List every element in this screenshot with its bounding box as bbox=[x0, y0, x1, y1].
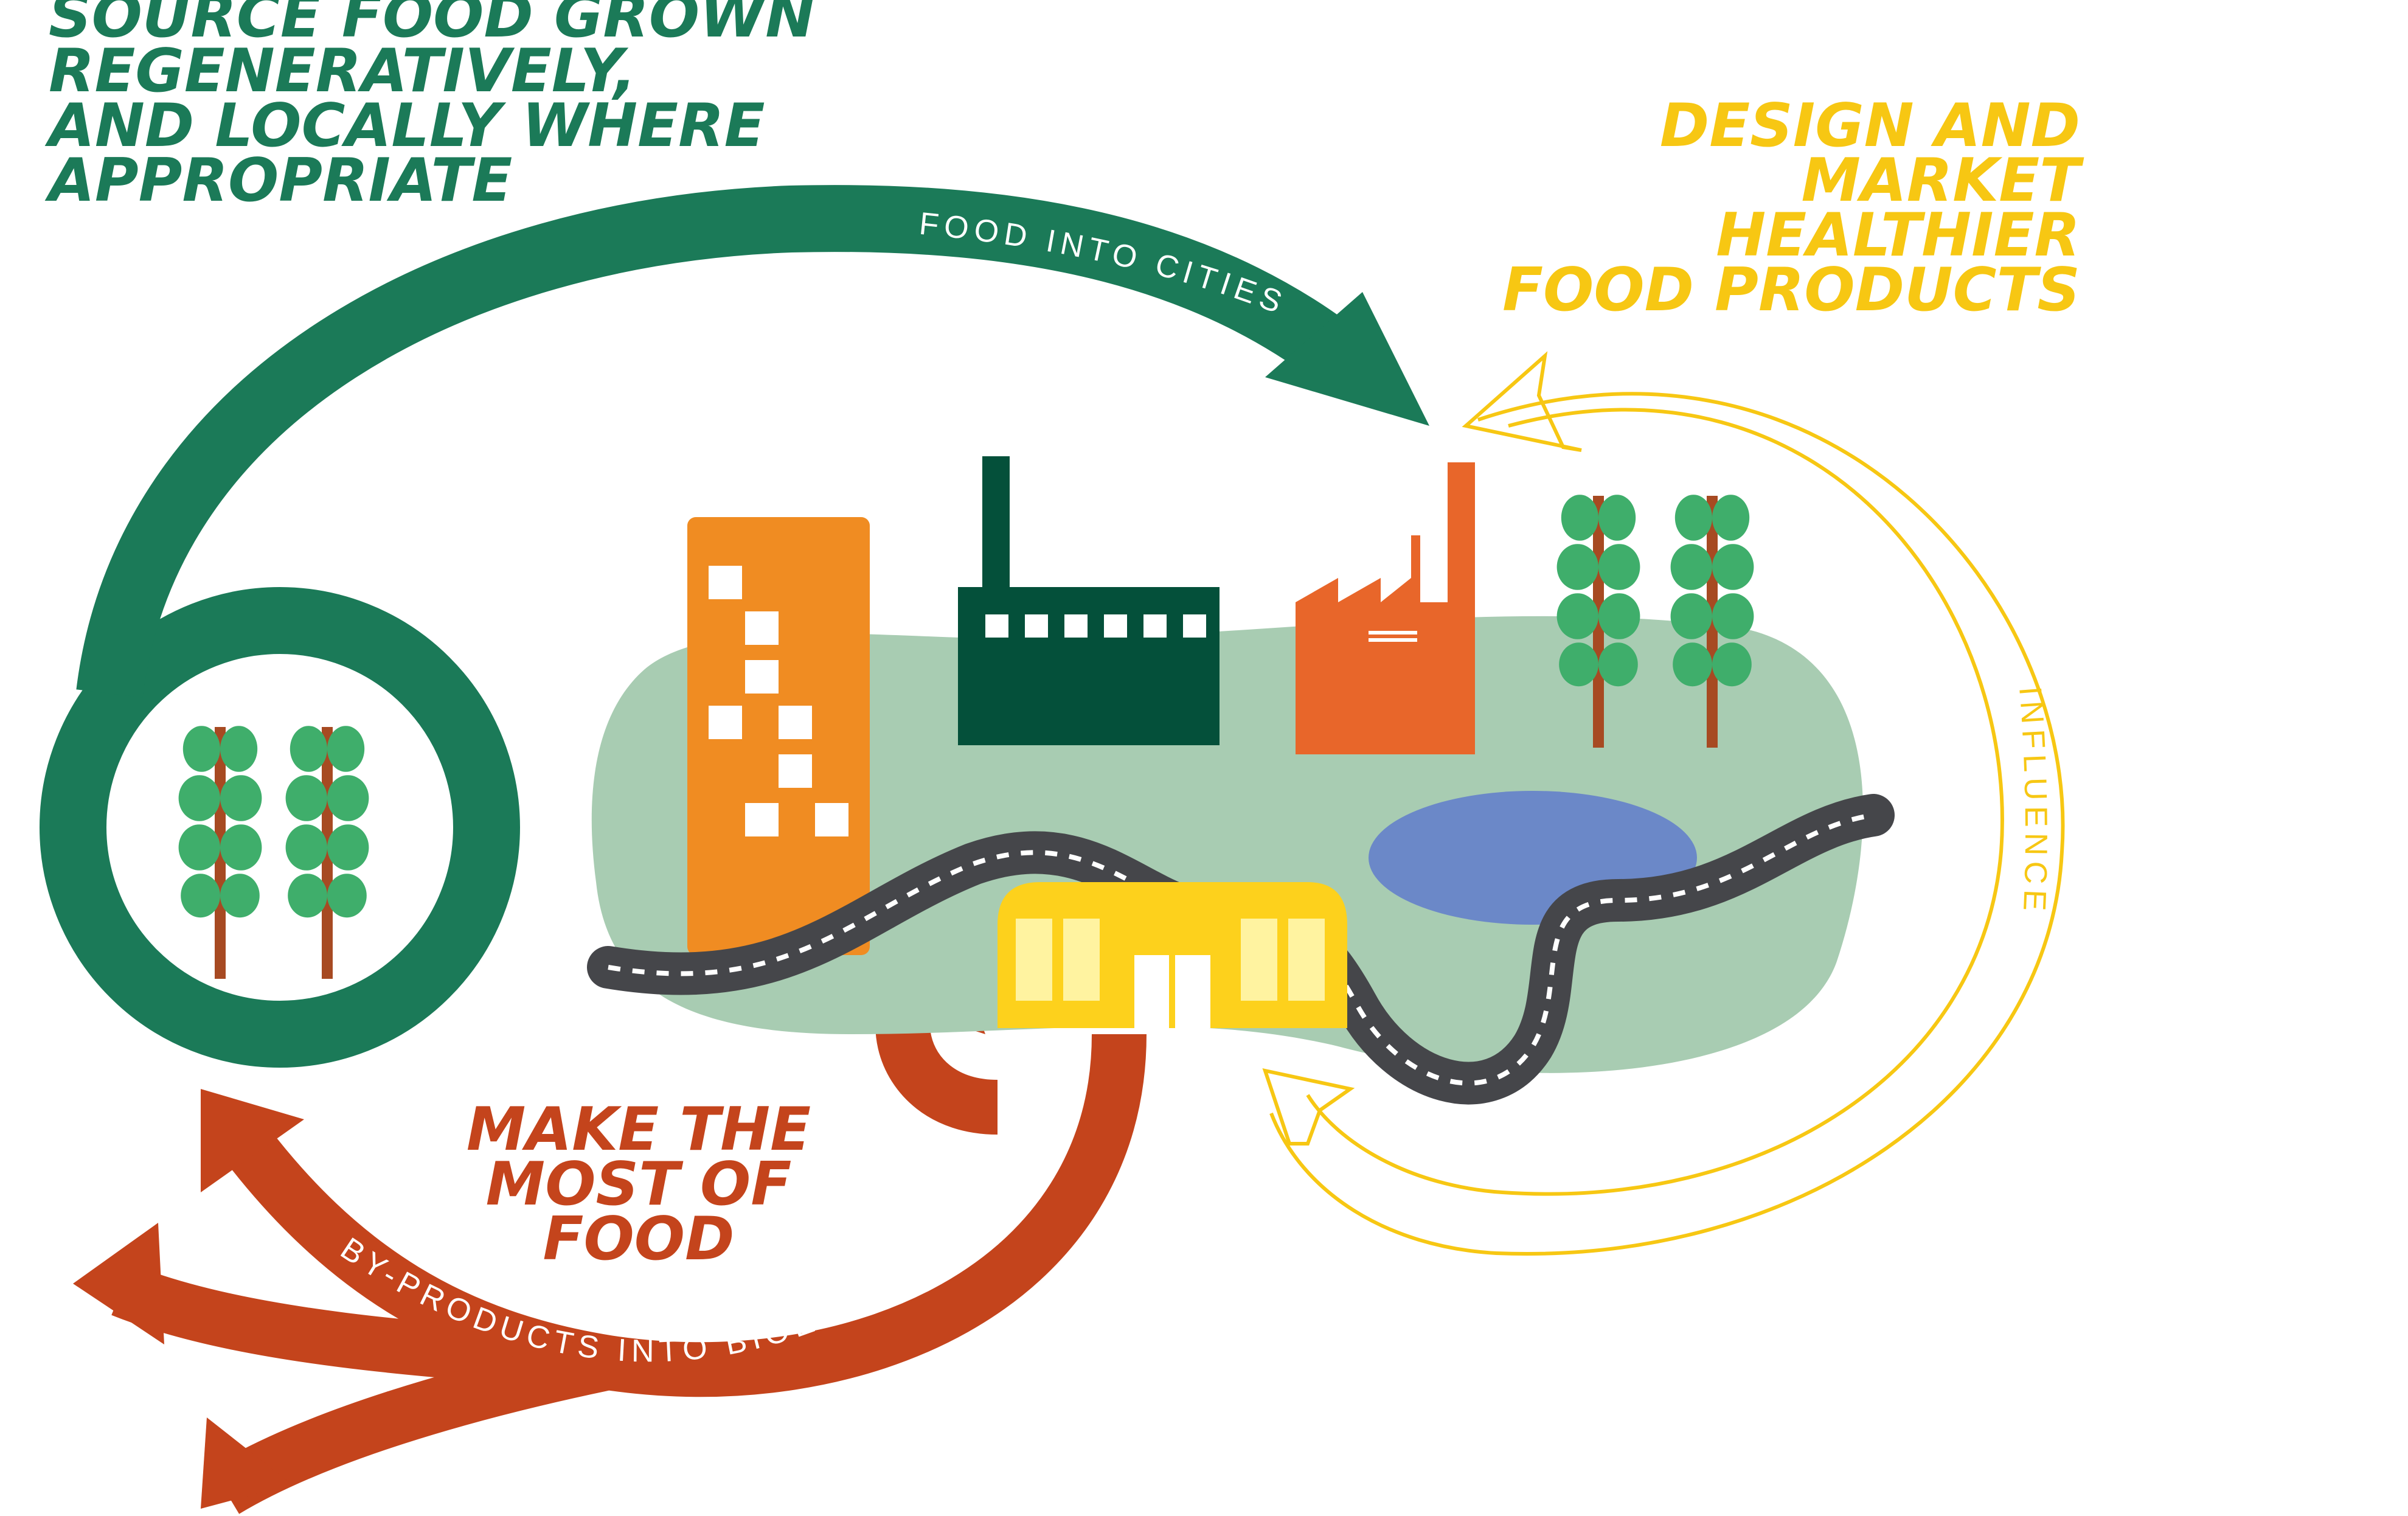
source-heading-line: AND LOCALLY WHERE bbox=[44, 91, 765, 161]
influence-bottom-arrow-head-icon bbox=[1262, 1068, 1355, 1146]
apartment-building-icon bbox=[687, 517, 870, 955]
make-heading: MAKE THE MOST OF FOOD bbox=[467, 1095, 811, 1274]
red-arrow-head-middle-icon bbox=[73, 1223, 164, 1344]
road-icon bbox=[587, 794, 1895, 1105]
red-arrow-head-top-icon bbox=[201, 1089, 304, 1192]
green-loop-arc bbox=[76, 185, 1378, 698]
tree-icon bbox=[285, 726, 369, 979]
influence-label: INFLUENCE bbox=[2012, 685, 2053, 917]
green-loop-circle bbox=[40, 587, 520, 1068]
design-heading-line: DESIGN AND bbox=[1660, 91, 2080, 161]
factory-icon bbox=[958, 456, 1220, 745]
red-arrow-head-bottom-icon bbox=[201, 1417, 292, 1509]
make-heading-line: MAKE THE bbox=[467, 1095, 811, 1164]
byproducts-arrows bbox=[73, 937, 1147, 1514]
source-heading-line: APPROPRIATE bbox=[44, 146, 512, 215]
design-heading-line: HEALTHIER bbox=[1716, 201, 2080, 270]
make-heading-line: MOST OF bbox=[486, 1150, 792, 1219]
food-into-cities-loop bbox=[40, 185, 1429, 1068]
red-branch-bottom bbox=[210, 1335, 614, 1514]
design-heading: DESIGN AND MARKET HEALTHIER FOOD PRODUCT… bbox=[1502, 91, 2084, 325]
influence-top-arrow-head-icon bbox=[1462, 351, 1582, 452]
design-heading-line: FOOD PRODUCTS bbox=[1502, 256, 2080, 325]
source-heading-line: REGENERATIVELY, bbox=[49, 37, 636, 106]
design-heading-line: MARKET bbox=[1801, 146, 2084, 215]
industrial-plant-icon bbox=[1296, 462, 1475, 754]
make-heading-line: FOOD bbox=[543, 1205, 735, 1274]
tree-icon bbox=[178, 726, 262, 979]
influence-arrows bbox=[1262, 351, 2065, 1256]
market-hall-icon bbox=[998, 882, 1347, 1028]
source-heading: SOURCE FOOD GROWN REGENERATIVELY, AND LO… bbox=[44, 0, 815, 215]
green-arrow-head-icon bbox=[1265, 292, 1429, 426]
influence-inner-arc bbox=[1306, 408, 2004, 1196]
source-heading-line: SOURCE FOOD GROWN bbox=[49, 0, 815, 51]
influence-outer-arc bbox=[1269, 392, 2065, 1256]
